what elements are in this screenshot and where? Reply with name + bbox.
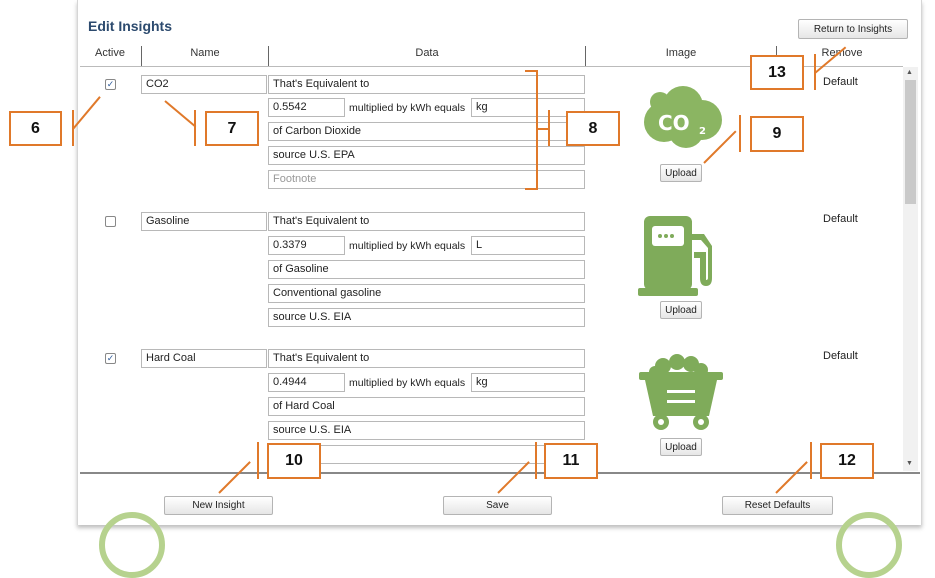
svg-text:CO: CO	[658, 111, 690, 135]
gas-pump-icon	[638, 216, 712, 296]
column-header-data: Data	[415, 47, 439, 59]
multiplied-label: multiplied by kWh equals	[349, 240, 466, 252]
data-line1-input-co2[interactable]: That's Equivalent to	[268, 75, 585, 94]
callout-bracket	[257, 442, 259, 479]
svg-text:2: 2	[699, 126, 706, 137]
callout-bracket	[810, 442, 812, 479]
callout-bracket	[525, 188, 537, 190]
reset-defaults-button[interactable]: Reset Defaults	[722, 496, 833, 515]
factor-input-gasoline[interactable]: 0.3379	[268, 236, 345, 255]
data-line3-input-co2[interactable]: of Carbon Dioxide	[268, 122, 585, 141]
callout-bracket	[548, 110, 550, 146]
callout-bracket	[536, 70, 538, 190]
upload-button-co2[interactable]: Upload	[660, 164, 702, 182]
column-header-name: Name	[190, 47, 220, 59]
column-header-active: Active	[95, 47, 125, 59]
column-divider	[141, 46, 142, 66]
active-checkbox-hard-coal[interactable]: ✓	[105, 353, 116, 364]
scroll-down-icon[interactable]: ▼	[906, 460, 913, 467]
scroll-up-icon[interactable]: ▲	[906, 69, 913, 76]
co2-cloud-icon: CO 2	[644, 86, 722, 148]
upload-button-hard-coal[interactable]: Upload	[660, 438, 702, 456]
coal-cart-icon	[639, 354, 723, 430]
decorative-circle	[836, 512, 902, 578]
data-line3-input-hard-coal[interactable]: of Hard Coal	[268, 397, 585, 416]
footer-divider	[80, 472, 920, 474]
name-input-gasoline[interactable]: Gasoline	[141, 212, 267, 231]
callout-9: 9	[750, 116, 804, 152]
callout-8: 8	[566, 111, 620, 146]
save-button[interactable]: Save	[443, 496, 552, 515]
data-line3-input-gasoline[interactable]: of Gasoline	[268, 260, 585, 279]
remove-default-gasoline[interactable]: Default	[823, 213, 858, 225]
callout-bracket	[739, 115, 741, 152]
header-underline	[80, 66, 903, 67]
factor-input-hard-coal[interactable]: 0.4944	[268, 373, 345, 392]
data-line4-input-hard-coal[interactable]: source U.S. EIA	[268, 421, 585, 440]
decorative-circle	[99, 512, 165, 578]
callout-13: 13	[750, 55, 804, 90]
name-input-hard-coal[interactable]: Hard Coal	[141, 349, 267, 368]
scrollbar-thumb[interactable]	[905, 80, 916, 204]
data-line4-input-co2[interactable]: source U.S. EPA	[268, 146, 585, 165]
remove-default-hard-coal[interactable]: Default	[823, 350, 858, 362]
data-line4-input-gasoline[interactable]: Conventional gasoline	[268, 284, 585, 303]
multiplied-label: multiplied by kWh equals	[349, 377, 466, 389]
upload-button-gasoline[interactable]: Upload	[660, 301, 702, 319]
column-divider	[585, 46, 586, 66]
unit-input-co2[interactable]: kg	[471, 98, 585, 117]
callout-bracket	[537, 128, 549, 130]
data-line5-input-gasoline[interactable]: source U.S. EIA	[268, 308, 585, 327]
callout-bracket	[525, 70, 537, 72]
unit-input-hard-coal[interactable]: kg	[471, 373, 585, 392]
callout-10: 10	[267, 443, 321, 479]
callout-bracket	[194, 110, 196, 146]
unit-input-gasoline[interactable]: L	[471, 236, 585, 255]
callout-12: 12	[820, 443, 874, 479]
data-line1-input-gasoline[interactable]: That's Equivalent to	[268, 212, 585, 231]
callout-11: 11	[544, 443, 598, 479]
factor-input-co2[interactable]: 0.5542	[268, 98, 345, 117]
callout-6: 6	[9, 111, 62, 146]
page-title: Edit Insights	[88, 18, 172, 34]
name-input-co2[interactable]: CO2	[141, 75, 267, 94]
data-line1-input-hard-coal[interactable]: That's Equivalent to	[268, 349, 585, 368]
active-checkbox-co2[interactable]: ✓	[105, 79, 116, 90]
callout-7: 7	[205, 111, 259, 146]
active-checkbox-gasoline[interactable]	[105, 216, 116, 227]
footnote-input-co2[interactable]: Footnote	[268, 170, 585, 189]
multiplied-label: multiplied by kWh equals	[349, 102, 466, 114]
column-divider	[268, 46, 269, 66]
remove-default-co2[interactable]: Default	[823, 76, 858, 88]
new-insight-button[interactable]: New Insight	[164, 496, 273, 515]
return-to-insights-button[interactable]: Return to Insights	[798, 19, 908, 39]
column-header-image: Image	[665, 47, 697, 59]
callout-bracket	[535, 442, 537, 479]
